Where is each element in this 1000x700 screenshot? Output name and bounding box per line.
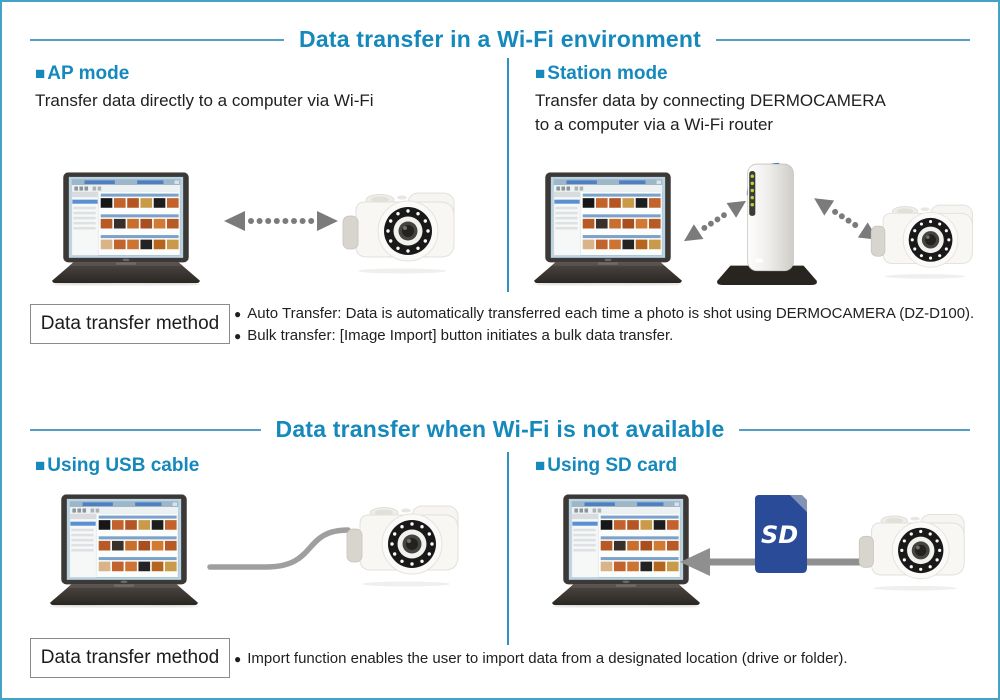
section-title-wifi: Data transfer in a Wi-Fi environment <box>30 26 970 53</box>
wifi-router-illustration <box>716 160 818 288</box>
square-bullet-icon: ■ <box>35 64 46 83</box>
bullet-text: Import function enables the user to impo… <box>247 650 848 667</box>
section-title-text: Data transfer in a Wi-Fi environment <box>299 26 701 52</box>
bullet-item: ● Bulk transfer: [Image Import] button i… <box>234 325 979 347</box>
bullet-icon: ● <box>234 307 242 321</box>
column-divider-top <box>507 58 509 292</box>
title-line-right <box>739 428 970 431</box>
laptop-illustration <box>38 494 210 608</box>
title-line-left <box>30 38 285 41</box>
laptop-illustration <box>522 172 694 286</box>
section-title-text: Data transfer when Wi-Fi is not availabl… <box>275 416 725 442</box>
bullet-text: Bulk transfer: [Image Import] button ini… <box>247 327 674 344</box>
bullet-item: ● Import function enables the user to im… <box>234 648 979 670</box>
dermocamera-illustration <box>342 183 464 275</box>
dermocamera-illustration <box>870 196 982 280</box>
laptop-illustration <box>40 172 212 286</box>
method-bullets-top: ● Auto Transfer: Data is automatically t… <box>234 303 979 347</box>
column-divider-bottom <box>507 452 509 645</box>
method-bullets-bottom: ● Import function enables the user to im… <box>234 648 979 670</box>
title-line-left <box>30 428 261 431</box>
bullet-icon: ● <box>234 652 242 666</box>
dermocamera-illustration <box>858 505 974 592</box>
square-bullet-icon: ■ <box>535 456 546 475</box>
bullet-item: ● Auto Transfer: Data is automatically t… <box>234 303 979 325</box>
square-bullet-icon: ■ <box>535 64 546 83</box>
desc-ap-mode: Transfer data directly to a computer via… <box>35 91 374 110</box>
heading-usb-cable: ■Using USB cable <box>35 455 200 476</box>
square-bullet-icon: ■ <box>35 456 46 475</box>
dotted-double-arrow-icon <box>224 208 338 234</box>
sd-card-icon <box>744 493 816 575</box>
heading-sd-card: ■Using SD card <box>535 455 678 476</box>
desc-station-mode: Transfer data by connecting DERMOCAMERA … <box>535 91 886 134</box>
heading-ap-mode: ■AP mode <box>35 63 130 84</box>
usb-cable-icon <box>207 527 351 570</box>
section-title-no-wifi: Data transfer when Wi-Fi is not availabl… <box>30 416 970 443</box>
dermocamera-illustration <box>346 496 468 588</box>
bullet-text: Auto Transfer: Data is automatically tra… <box>247 305 975 322</box>
title-line-right <box>715 38 970 41</box>
method-box: Data transfer method <box>30 638 230 678</box>
method-box: Data transfer method <box>30 304 230 344</box>
heading-station-mode: ■Station mode <box>535 63 668 84</box>
bullet-icon: ● <box>234 329 242 343</box>
